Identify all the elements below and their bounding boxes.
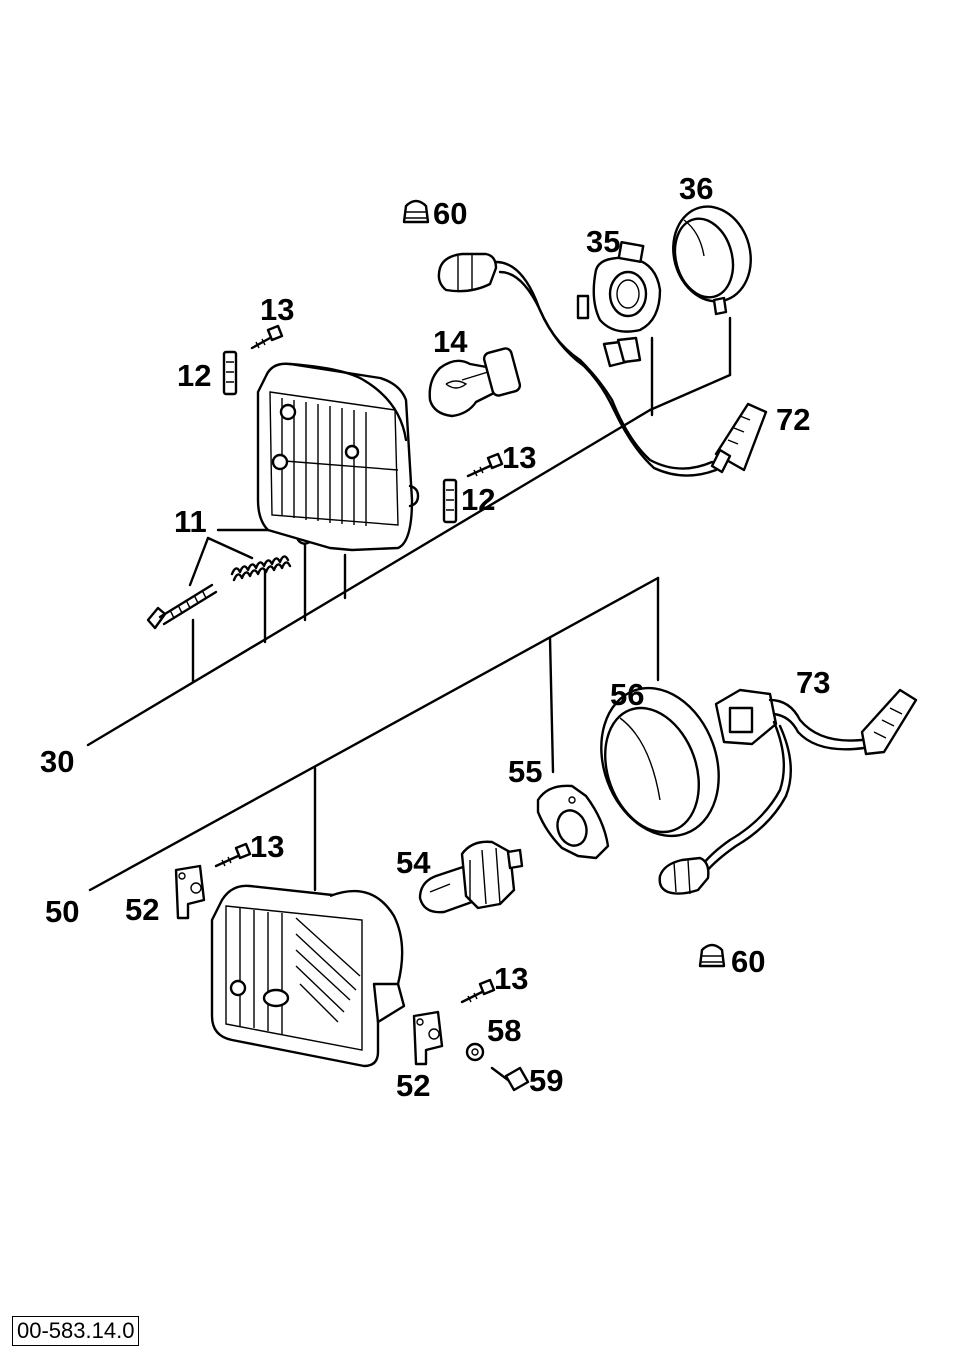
part-54-h4-bulb: [418, 840, 524, 914]
part-13-screw-right: [466, 452, 504, 478]
part-11-screw: [146, 583, 218, 630]
callout-56: 56: [610, 677, 644, 712]
callout-50: 50: [45, 894, 79, 929]
callout-11: 11: [174, 504, 207, 539]
callout-72: 72: [776, 402, 810, 437]
part-11-spring: [230, 555, 292, 582]
callout-13-c: 13: [250, 829, 284, 864]
part-60-plug-upper: [402, 199, 430, 224]
part-52-bracket-left: [174, 864, 206, 920]
assembly-30-leader: [86, 316, 732, 747]
part-55-retainer-plate: [536, 784, 610, 860]
upper-wiring-harness: [437, 252, 718, 477]
callout-54: 54: [396, 845, 431, 880]
callout-60-upper: 60: [433, 196, 467, 231]
assembly-50-leader: [88, 576, 660, 892]
callout-13-d: 13: [494, 961, 528, 996]
part-73-connector: [658, 688, 918, 895]
callout-13-b: 13: [502, 440, 536, 475]
part-52-bracket-right: [412, 1010, 444, 1066]
callout-36: 36: [679, 171, 713, 206]
callout-13-a: 13: [260, 292, 294, 327]
part-59-screw: [490, 1066, 530, 1092]
part-72-connector: [710, 402, 768, 474]
callout-58: 58: [487, 1013, 521, 1048]
part-60-plug-lower: [698, 943, 726, 968]
part-12-clip-upper: [222, 350, 238, 396]
callout-52-a: 52: [125, 892, 159, 927]
callout-60-lower: 60: [731, 944, 765, 979]
part-13-screw-lower-right: [460, 978, 496, 1004]
callout-73: 73: [796, 665, 830, 700]
callout-14: 14: [433, 324, 468, 359]
part-13-screw-upper: [250, 324, 284, 350]
callout-55: 55: [508, 754, 542, 789]
drawing-reference-code: 00-583.14.0: [12, 1316, 140, 1346]
part-36-retaining-ring: [672, 205, 752, 316]
upper-headlight-housing: [256, 362, 420, 552]
part-13-screw-lower-left: [214, 842, 252, 868]
part-12-clip-lower: [442, 478, 458, 524]
lower-headlight-housing: [210, 884, 406, 1068]
callout-59: 59: [529, 1063, 563, 1098]
part-58-washer: [465, 1042, 485, 1062]
part-14-bulb: [428, 347, 522, 418]
callouts: 60 36 35 13 14 12 72 13 12 11 73 56 30 5…: [40, 171, 830, 1103]
callout-52-b: 52: [396, 1068, 430, 1103]
part-56-reflector: [600, 686, 720, 838]
callout-12-b: 12: [461, 482, 495, 517]
callout-35: 35: [586, 224, 620, 259]
callout-30: 30: [40, 744, 74, 779]
part-35-bulb-holder: [592, 241, 662, 333]
callout-12-a: 12: [177, 358, 211, 393]
